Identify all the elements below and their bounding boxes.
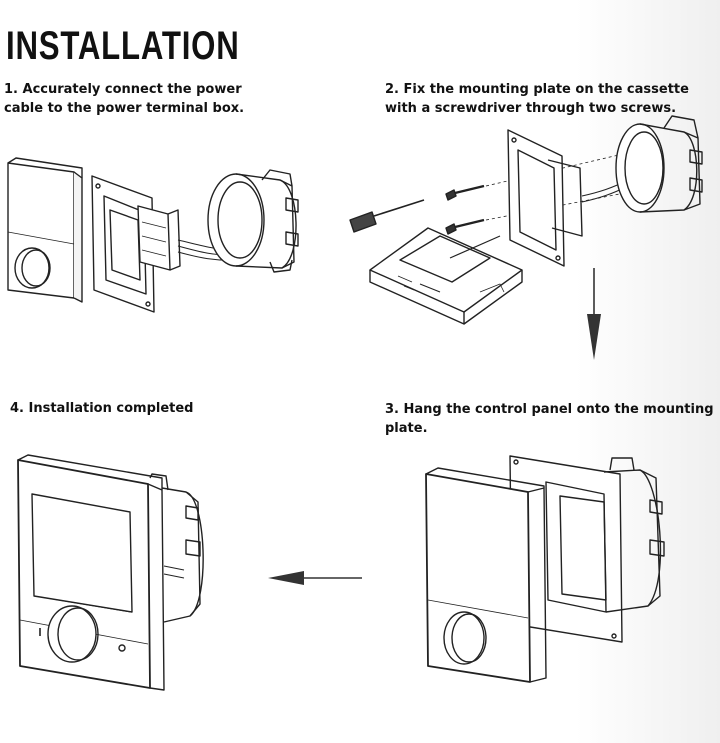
- wall-box-2: [615, 115, 703, 213]
- step-4-illustration: [17, 454, 204, 691]
- step-2-instruction: 2. Fix the mounting plate on the cassett…: [385, 82, 689, 116]
- hanging-panel: [425, 467, 547, 683]
- step-1-instruction: 1. Accurately connect the power cable to…: [4, 82, 245, 116]
- step-3-illustration: [425, 455, 665, 683]
- step-3-instruction: 3. Hang the control panel onto the mount…: [385, 402, 714, 436]
- arrow-down: [587, 268, 601, 360]
- panel-back: [369, 227, 523, 325]
- control-panel: [7, 157, 83, 303]
- step-4-instruction: 4. Installation completed: [10, 401, 194, 416]
- page-title: INSTALLATION: [6, 24, 240, 68]
- wall-box: [207, 169, 299, 273]
- completed-panel: [17, 454, 165, 691]
- step-1-illustration: [7, 157, 299, 313]
- mounting-plate: [507, 129, 583, 267]
- power-icon: [118, 644, 126, 652]
- control-knob: [47, 605, 97, 663]
- control-knob: [14, 247, 50, 289]
- screw-top: [445, 184, 485, 201]
- control-knob: [443, 611, 485, 665]
- terminal-block: [137, 205, 181, 271]
- screw-bottom: [445, 218, 485, 235]
- screwdriver: [349, 199, 425, 233]
- wall-box-3: [559, 457, 665, 613]
- arrow-left: [268, 571, 362, 585]
- step-2-illustration: [349, 115, 703, 360]
- display-screen: [31, 493, 133, 613]
